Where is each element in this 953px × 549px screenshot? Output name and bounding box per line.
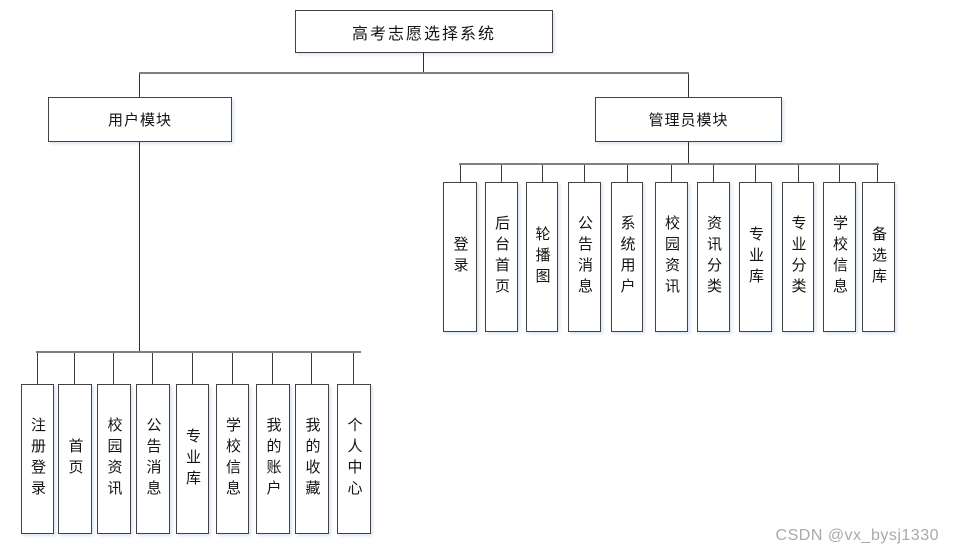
connector-user-bar bbox=[36, 351, 361, 353]
watermark-text: CSDN @vx_bysj1330 bbox=[775, 527, 939, 544]
connector-admin-stub-1 bbox=[460, 165, 461, 182]
connector-user-stub-3 bbox=[113, 353, 114, 384]
connector-admin-stub-3 bbox=[542, 165, 543, 182]
connector-user-stub-8 bbox=[311, 353, 312, 384]
node-admin-announcements-label: 公告消息 bbox=[576, 215, 593, 299]
node-user-my-account-label: 我的账户 bbox=[264, 417, 282, 501]
node-user-personal-center: 个人中心 bbox=[337, 384, 371, 534]
node-user-announcements: 公告消息 bbox=[136, 384, 170, 534]
connector-user-stub-2 bbox=[74, 353, 75, 384]
node-admin-system-users: 系统用户 bbox=[611, 182, 643, 332]
connector-user-module-drop bbox=[139, 74, 140, 97]
connector-user-stub-7 bbox=[272, 353, 273, 384]
node-admin-carousel: 轮播图 bbox=[526, 182, 558, 332]
node-admin-shortlist: 备选库 bbox=[862, 182, 895, 332]
node-user-my-favorites-label: 我的收藏 bbox=[303, 417, 321, 501]
connector-admin-stub-9 bbox=[798, 165, 799, 182]
node-user-register-login: 注册登录 bbox=[21, 384, 54, 534]
node-admin-school-info-label: 学校信息 bbox=[831, 215, 848, 299]
node-user-my-account: 我的账户 bbox=[256, 384, 290, 534]
connector-user-stub-6 bbox=[232, 353, 233, 384]
connector-admin-stub-2 bbox=[501, 165, 502, 182]
connector-user-trunk bbox=[139, 142, 140, 351]
connector-admin-stub-6 bbox=[671, 165, 672, 182]
connector-admin-stub-8 bbox=[755, 165, 756, 182]
connector-title-trunk bbox=[423, 53, 424, 72]
node-user-major-library: 专业库 bbox=[176, 384, 209, 534]
node-user-module-label: 用户模块 bbox=[107, 112, 172, 129]
node-user-announcements-label: 公告消息 bbox=[144, 417, 162, 501]
node-admin-campus-news: 校园资讯 bbox=[655, 182, 688, 332]
connector-level1-bar bbox=[139, 72, 689, 74]
node-user-personal-center-label: 个人中心 bbox=[345, 417, 363, 501]
node-admin-news-category: 资讯分类 bbox=[697, 182, 730, 332]
node-user-register-login-label: 注册登录 bbox=[29, 417, 46, 501]
node-user-campus-news: 校园资讯 bbox=[97, 384, 131, 534]
node-admin-news-category-label: 资讯分类 bbox=[705, 215, 722, 299]
node-system-title: 高考志愿选择系统 bbox=[295, 10, 553, 53]
node-admin-school-info: 学校信息 bbox=[823, 182, 856, 332]
node-user-school-info: 学校信息 bbox=[216, 384, 249, 534]
node-admin-announcements: 公告消息 bbox=[568, 182, 601, 332]
node-admin-module-label: 管理员模块 bbox=[648, 112, 729, 129]
node-user-campus-news-label: 校园资讯 bbox=[105, 417, 123, 501]
node-admin-login: 登录 bbox=[443, 182, 477, 332]
connector-admin-trunk bbox=[688, 142, 689, 163]
node-admin-backend-home: 后台首页 bbox=[485, 182, 518, 332]
node-admin-campus-news-label: 校园资讯 bbox=[663, 215, 680, 299]
connector-admin-stub-7 bbox=[713, 165, 714, 182]
node-admin-module: 管理员模块 bbox=[595, 97, 782, 142]
connector-admin-stub-4 bbox=[584, 165, 585, 182]
node-admin-carousel-label: 轮播图 bbox=[533, 225, 551, 289]
node-admin-major-category: 专业分类 bbox=[782, 182, 814, 332]
connector-admin-stub-10 bbox=[839, 165, 840, 182]
connector-admin-stub-5 bbox=[627, 165, 628, 182]
node-admin-shortlist-label: 备选库 bbox=[870, 225, 887, 289]
connector-admin-stub-11 bbox=[877, 165, 878, 182]
node-admin-login-label: 登录 bbox=[451, 236, 469, 278]
node-admin-backend-home-label: 后台首页 bbox=[493, 215, 510, 299]
node-system-title-label: 高考志愿选择系统 bbox=[351, 25, 496, 43]
connector-user-stub-9 bbox=[353, 353, 354, 384]
node-admin-major-library-label: 专业库 bbox=[747, 225, 764, 289]
node-user-home-label: 首页 bbox=[66, 438, 84, 480]
connector-admin-bar bbox=[459, 163, 879, 165]
node-user-home: 首页 bbox=[58, 384, 92, 534]
node-user-module: 用户模块 bbox=[48, 97, 232, 142]
node-user-school-info-label: 学校信息 bbox=[224, 417, 241, 501]
node-admin-major-library: 专业库 bbox=[739, 182, 772, 332]
node-user-major-library-label: 专业库 bbox=[184, 427, 201, 491]
connector-admin-module-drop bbox=[688, 74, 689, 97]
node-admin-major-category-label: 专业分类 bbox=[789, 215, 807, 299]
connector-user-stub-4 bbox=[152, 353, 153, 384]
connector-user-stub-5 bbox=[192, 353, 193, 384]
connector-user-stub-1 bbox=[37, 353, 38, 384]
node-admin-system-users-label: 系统用户 bbox=[618, 215, 636, 299]
node-user-my-favorites: 我的收藏 bbox=[295, 384, 329, 534]
